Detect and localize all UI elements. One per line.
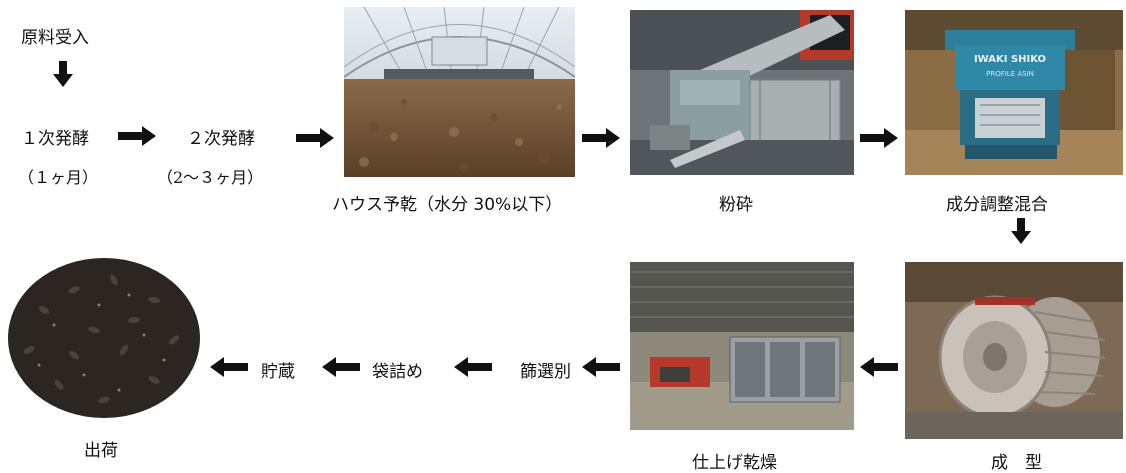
- step-shipping: 出荷: [84, 441, 118, 461]
- mixer-model-text: PROFILE ASIN: [986, 70, 1034, 78]
- arrow-left-icon: [322, 357, 360, 377]
- step-ferment-2-period: （2～３ヶ月）: [157, 168, 264, 187]
- arrow-right-icon: [296, 128, 334, 148]
- photo-molding-machine: [905, 262, 1123, 439]
- photo-greenhouse-drying: [344, 7, 575, 177]
- mixer-brand-text: IWAKI SHIKO: [974, 54, 1046, 65]
- step-molding: 成 型: [991, 453, 1042, 473]
- arrow-left-icon: [582, 357, 620, 377]
- step-sieving: 篩選別: [520, 362, 571, 382]
- arrow-down-icon: [1011, 218, 1031, 244]
- step-storage: 貯蔵: [261, 362, 295, 382]
- step-ferment-1: １次発酵: [21, 129, 89, 149]
- step-ferment-1-period: （１ヶ月）: [18, 168, 99, 187]
- arrow-right-icon: [860, 128, 898, 148]
- arrow-right-icon: [118, 126, 156, 146]
- step-component-mixing: 成分調整混合: [946, 195, 1048, 215]
- arrow-left-icon: [210, 357, 248, 377]
- step-raw-intake: 原料受入: [21, 28, 89, 48]
- step-house-drying: ハウス予乾（水分 30%以下）: [332, 195, 563, 215]
- arrow-left-icon: [860, 357, 898, 377]
- arrow-right-icon: [582, 128, 620, 148]
- photo-finishing-dryer: [630, 262, 854, 430]
- photo-crusher: [630, 10, 854, 175]
- step-bagging: 袋詰め: [372, 362, 423, 382]
- step-finishing-drying: 仕上げ乾燥: [692, 453, 777, 473]
- photo-pellets: [4, 250, 204, 420]
- arrow-down-icon: [53, 61, 73, 87]
- photo-mixer: IWAKI SHIKO PROFILE ASIN: [905, 10, 1123, 175]
- arrow-left-icon: [454, 357, 492, 377]
- step-crushing: 粉砕: [719, 195, 753, 215]
- step-ferment-2: ２次発酵: [187, 129, 255, 149]
